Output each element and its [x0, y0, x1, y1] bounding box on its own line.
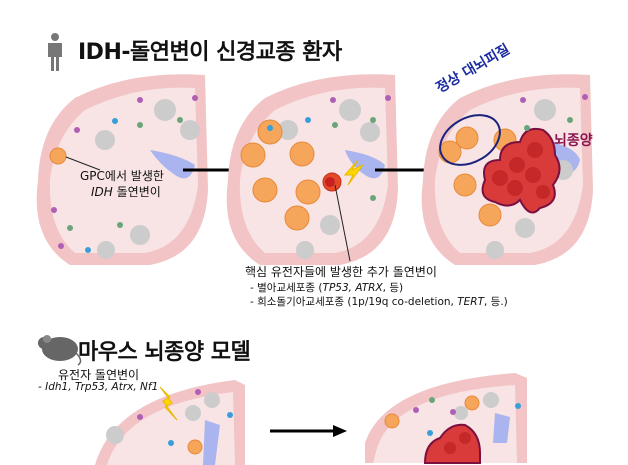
section2-title: 마우스 뇌종양 모델 — [78, 340, 251, 365]
brain-diagram-stage2 — [226, 74, 398, 265]
tumor-label: 뇌종양 — [554, 133, 593, 149]
mouse-brain-stage1 — [95, 380, 245, 465]
mouse-mutation-genes: - Idh1, Trp53, Atrx, Nf1 — [38, 381, 159, 393]
oligodendroglioma-line: - 희소돌기아교세포종 (1p/19q co-deletion, TERT, 등… — [250, 296, 508, 308]
arrow-mouse-stage1-to-stage2 — [270, 425, 347, 437]
mouse-brain-stage2 — [365, 373, 527, 464]
gpc-label-line1: GPC에서 발생한 — [80, 169, 164, 183]
brain-diagram-stage1 — [36, 74, 208, 265]
person-icon — [48, 33, 62, 71]
brain-diagram-stage3 — [421, 74, 593, 265]
mouse-icon — [38, 335, 82, 366]
gpc-label-line2: IDH 돌연변이 — [91, 185, 161, 199]
section1-title: IDH-돌연변이 신경교종 환자 — [78, 40, 342, 65]
mutation-pointer-arrow — [334, 184, 351, 262]
mouse-mutation-heading: 유전자 돌연변이 — [58, 368, 140, 382]
additional-mutations-heading: 핵심 유전자들에 발생한 추가 돌연변이 — [245, 265, 437, 279]
astrocytoma-line: - 별아교세포종 (TP53, ATRX, 등) — [250, 282, 404, 294]
gpc-pointer-arrow — [65, 156, 101, 171]
